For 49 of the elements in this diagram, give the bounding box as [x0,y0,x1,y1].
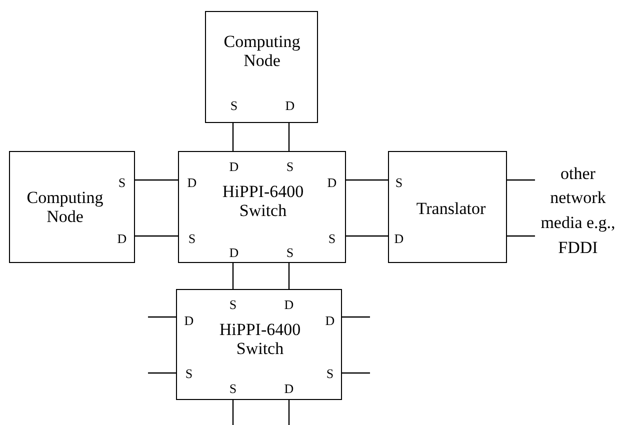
component-box [178,151,346,263]
port-label: D [284,382,294,396]
port-label: S [395,176,403,190]
port-label: D [285,98,295,114]
port-label: D [327,176,337,190]
port-label: D [284,298,294,312]
port-label: S [229,298,237,312]
connector-line [288,263,290,289]
connector-line [148,372,176,374]
port-label: S [118,176,126,190]
port-label: D [184,314,194,328]
media-label: other network media e.g., FDDI [540,162,616,259]
component-box [205,11,318,123]
component-box [176,289,342,400]
connector-line [507,235,535,237]
node-label: Translator [415,200,487,218]
connector-line [507,179,535,181]
node-label: HiPPI-6400 Switch [218,321,302,359]
connector-line [288,400,290,425]
port-label: S [326,366,334,382]
port-label: D [394,232,404,246]
connector-line [346,179,388,181]
node-label: Computing Node [222,33,302,71]
connector-line [232,400,234,425]
connector-line [232,123,234,151]
port-label: S [286,246,294,260]
port-label: D [187,176,197,190]
connector-line [135,179,178,181]
node-label: Computing Node [26,189,104,227]
port-label: S [286,160,294,174]
connector-line [288,123,290,151]
connector-line [342,372,370,374]
connector-line [135,235,178,237]
component-box [388,151,507,263]
node-label: HiPPI-6400 Switch [221,183,305,221]
port-label: S [229,382,237,396]
port-label: S [188,232,196,246]
port-label: D [325,314,335,328]
connector-line [342,316,370,318]
port-label: D [117,232,127,246]
connector-line [232,263,234,289]
component-box [9,151,135,263]
port-label: S [185,366,193,382]
connector-line [346,235,388,237]
port-label: S [230,98,238,114]
port-label: D [229,160,239,174]
port-label: S [328,232,336,246]
connector-line [148,316,176,318]
port-label: D [229,246,239,260]
